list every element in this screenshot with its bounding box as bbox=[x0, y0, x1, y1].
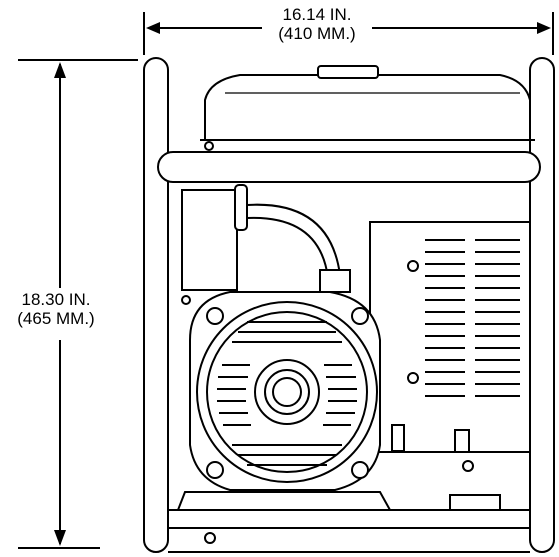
wire-bracket bbox=[319, 269, 351, 293]
frame-mount-hole-right bbox=[462, 460, 474, 472]
alternator bbox=[189, 291, 405, 491]
frame-crossbar bbox=[157, 151, 541, 183]
height-dimension bbox=[18, 59, 138, 549]
alternator-shaft bbox=[272, 377, 302, 407]
frame-rail-left bbox=[143, 57, 169, 553]
width-dimension-label: 16.14 IN. (410 MM.) bbox=[262, 5, 372, 43]
width-millimeters: (410 MM.) bbox=[278, 24, 356, 43]
engine-cooling-fins bbox=[425, 239, 520, 397]
alternator-bolt-top-left bbox=[206, 307, 224, 325]
width-dimension bbox=[143, 12, 554, 55]
height-arrow-bottom bbox=[54, 530, 66, 546]
alternator-hub-inner bbox=[264, 369, 310, 415]
height-arrow-top bbox=[54, 62, 66, 78]
alternator-vents bbox=[217, 321, 357, 466]
alternator-bolt-top-right bbox=[351, 307, 369, 325]
alternator-side-bracket bbox=[391, 424, 405, 452]
fuel-tank-body bbox=[204, 74, 531, 141]
engine-bolt-upper bbox=[407, 260, 419, 272]
fuel-tank bbox=[200, 65, 535, 151]
engine bbox=[369, 221, 531, 453]
engine-bolt-lower bbox=[407, 372, 419, 384]
control-panel bbox=[181, 184, 351, 305]
frame bbox=[143, 57, 555, 553]
frame-base-hole-left bbox=[204, 532, 216, 544]
engine-mount-tab bbox=[454, 429, 470, 453]
mounting-base bbox=[168, 491, 530, 511]
height-dimension-label: 18.30 IN. (465 MM.) bbox=[0, 290, 112, 328]
width-arrow-right bbox=[537, 22, 551, 34]
panel-bolt bbox=[181, 295, 191, 305]
frame-rail-right bbox=[529, 57, 555, 553]
engine-foot bbox=[449, 494, 501, 511]
height-inches: 18.30 IN. bbox=[21, 290, 91, 309]
control-box bbox=[181, 189, 238, 291]
height-millimeters: (465 MM.) bbox=[17, 309, 95, 328]
motor-mount bbox=[176, 491, 392, 511]
width-inches: 16.14 IN. bbox=[282, 5, 352, 24]
alternator-end-bell-rim bbox=[206, 311, 368, 473]
fuel-cap bbox=[317, 65, 379, 79]
spark-plug-boot bbox=[234, 184, 248, 231]
alternator-bolt-bottom-right bbox=[351, 461, 369, 479]
spark-plug-wire-outer bbox=[246, 203, 341, 276]
alternator-bolt-bottom-left bbox=[206, 461, 224, 479]
width-arrow-left bbox=[146, 22, 160, 34]
fuel-tank-bolt-left bbox=[204, 141, 214, 151]
spark-plug-wire-inner bbox=[246, 216, 329, 279]
